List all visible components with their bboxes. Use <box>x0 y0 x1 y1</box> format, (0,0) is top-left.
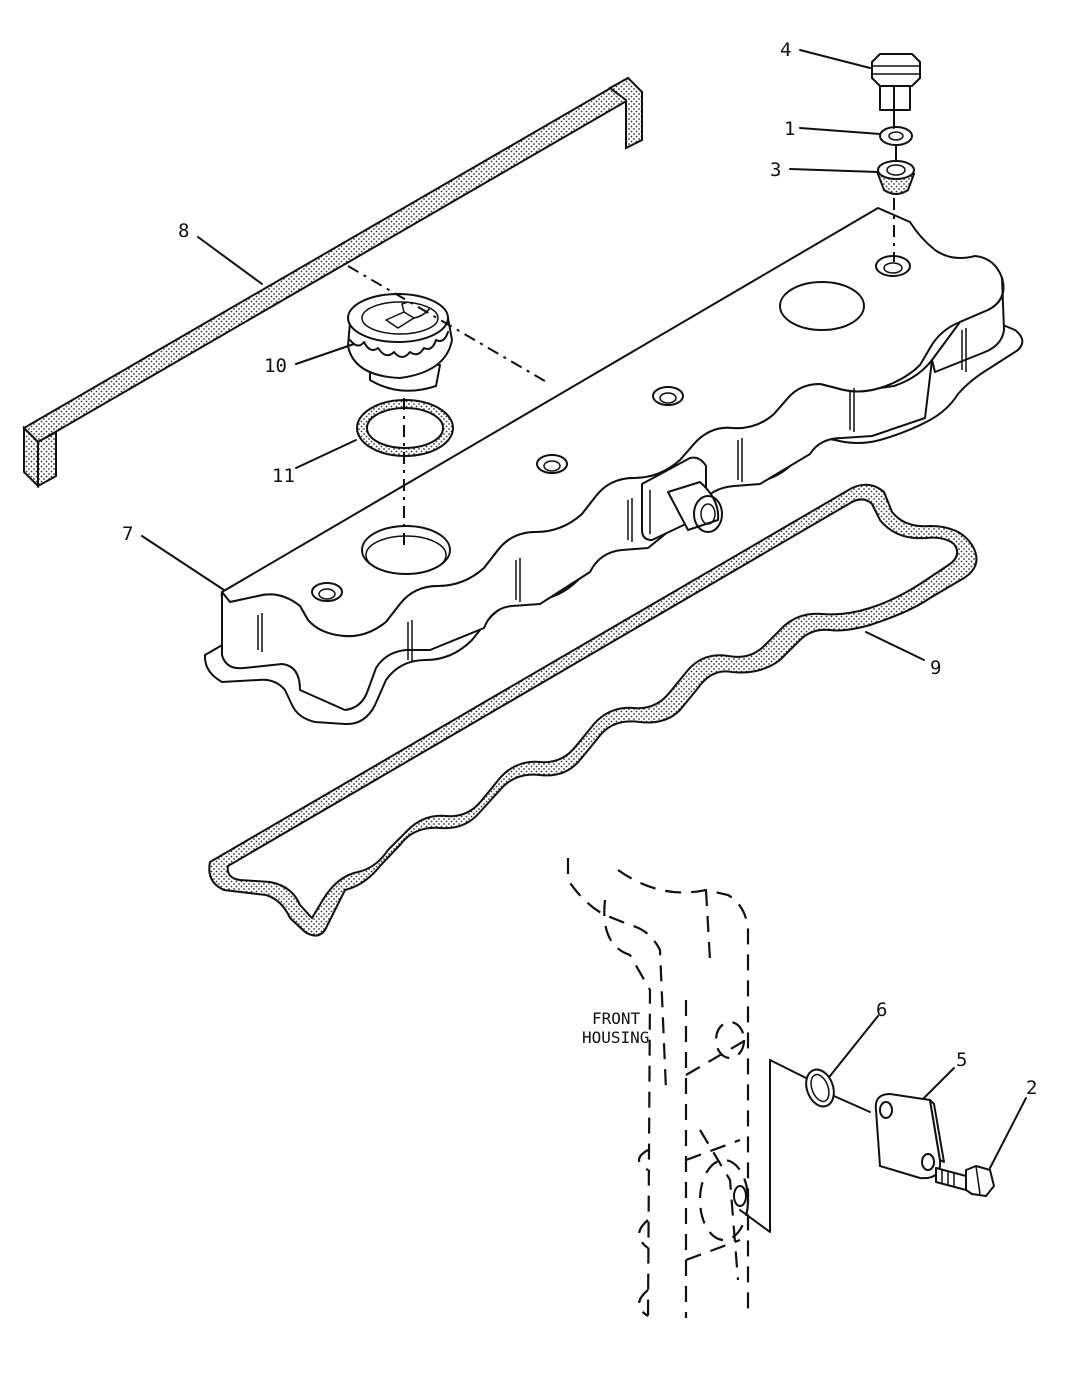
callout-2: 2 <box>1026 1077 1037 1099</box>
callout-11: 11 <box>272 465 295 487</box>
leader-lines <box>141 49 1027 1169</box>
callout-5: 5 <box>956 1049 967 1071</box>
front-housing <box>566 858 750 1319</box>
oil-filler-cap-part-10 <box>347 293 453 392</box>
assembly-lines <box>347 85 897 1233</box>
grommet-part-3 <box>876 160 916 195</box>
callout-1: 1 <box>784 118 795 140</box>
cover-gasket-part-9 <box>208 483 978 937</box>
bolt-part-2 <box>935 1165 995 1197</box>
callout-9: 9 <box>930 657 941 679</box>
plug-part-4 <box>871 53 921 111</box>
seal-strip-part-8 <box>22 76 644 489</box>
callout-4: 4 <box>780 39 791 61</box>
o-ring-part-6 <box>805 1068 835 1108</box>
callout-6: 6 <box>876 999 887 1021</box>
callout-7: 7 <box>122 523 133 545</box>
valve-cover-part-7 <box>203 207 1024 726</box>
callout-10: 10 <box>264 355 287 377</box>
callout-3: 3 <box>770 159 781 181</box>
washer-part-1 <box>879 126 913 146</box>
cover-plate-part-5 <box>874 1093 945 1180</box>
front-housing-label-line-1: FRONT <box>592 1009 641 1028</box>
callout-8: 8 <box>178 220 189 242</box>
front-housing-label-line-2: HOUSING <box>582 1028 649 1047</box>
front-housing-label: FRONT HOUSING <box>582 1009 649 1047</box>
oil-can-icon <box>385 301 431 329</box>
callout-labels: 4 1 3 8 10 11 7 9 6 5 2 <box>122 39 1037 1099</box>
